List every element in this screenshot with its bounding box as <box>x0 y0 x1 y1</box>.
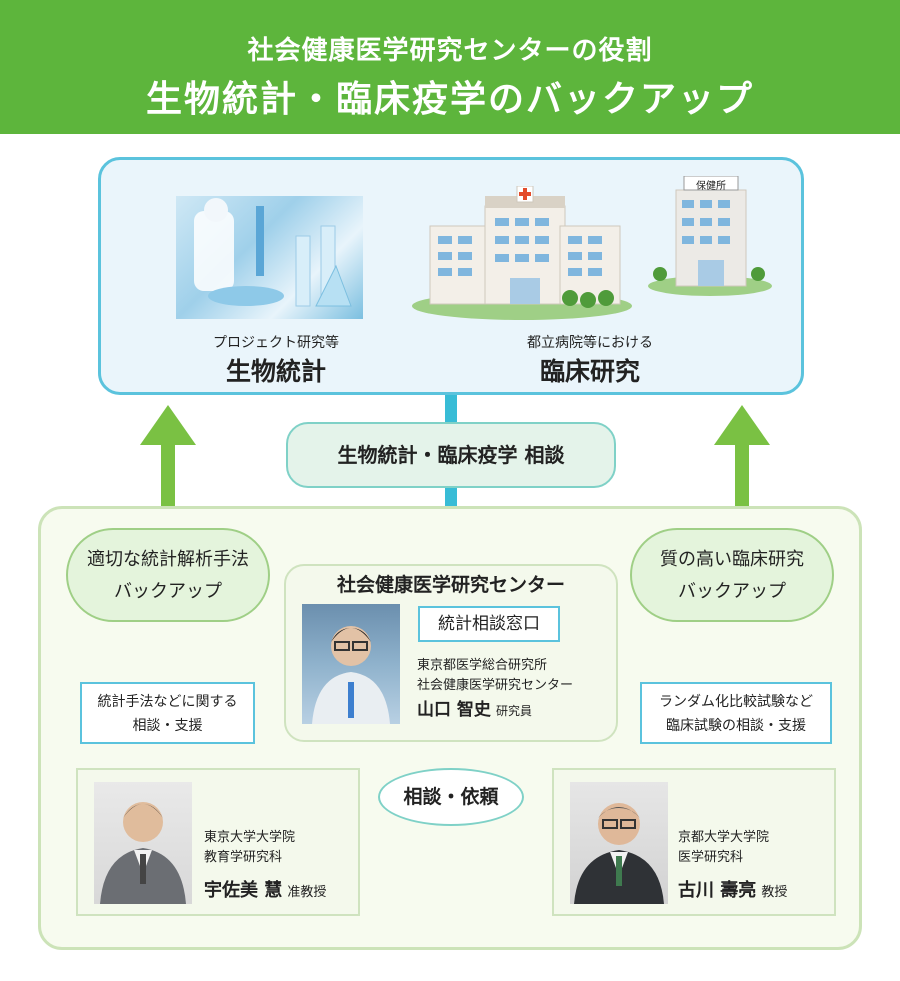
left-person-nameline: 宇佐美 慧 准教授 <box>204 876 326 902</box>
right-bubble: 質の高い臨床研究 バックアップ <box>630 528 834 622</box>
left-person-name: 宇佐美 慧 <box>204 880 283 901</box>
right-up-arrow-head <box>714 405 770 445</box>
right-caption-big: 臨床研究 <box>539 357 640 386</box>
right-support-line2: 臨床試験の相談・支援 <box>666 718 806 734</box>
usami-photo <box>94 782 192 904</box>
right-person-org1: 京都大学大学院 <box>678 830 770 845</box>
furukawa-photo <box>570 782 668 904</box>
yamaguchi-photo <box>302 604 400 724</box>
center-org1: 東京都医学総合研究所 <box>417 658 548 673</box>
right-caption-small: 都立病院等における <box>527 335 653 351</box>
banner-title: 生物統計・臨床疫学のバックアップ <box>145 79 754 120</box>
center-title: 社会健康医学研究センター <box>336 574 565 596</box>
left-person-org2: 教育学研究科 <box>204 850 283 865</box>
right-support-box: ランダム化比較試験など 臨床試験の相談・支援 <box>640 682 832 744</box>
right-support-line1: ランダム化比較試験など <box>659 694 813 710</box>
left-person-role: 准教授 <box>287 885 327 900</box>
right-bubble-line2: バックアップ <box>678 581 786 602</box>
left-up-arrow-head <box>140 405 196 445</box>
consult-pill: 生物統計・臨床疫学 相談 <box>286 422 616 488</box>
left-support-box: 統計手法などに関する 相談・支援 <box>80 682 255 744</box>
left-caption-small: プロジェクト研究等 <box>213 335 339 351</box>
left-caption-big: 生物統計 <box>225 357 326 386</box>
center-person-name: 山口 智史 <box>417 700 491 720</box>
left-person-org1: 東京大学大学院 <box>204 830 296 845</box>
hoken-sign: 保健所 <box>696 181 726 192</box>
center-person-role: 研究員 <box>496 704 533 718</box>
center-person: 山口 智史 研究員 <box>417 695 532 720</box>
right-person-nameline: 古川 壽亮 教授 <box>678 876 787 902</box>
left-support-line1: 統計手法などに関する <box>97 694 238 710</box>
hospital-illustration <box>412 186 632 320</box>
left-bubble-line2: バックアップ <box>114 581 222 602</box>
right-person-role: 教授 <box>761 885 788 900</box>
banner-subtitle: 社会健康医学研究センターの役割 <box>247 36 653 66</box>
right-person-org2: 医学研究科 <box>678 850 744 865</box>
consult-request-ellipse: 相談・依頼 <box>378 768 524 826</box>
left-bubble-line1: 適切な統計解析手法 <box>87 549 249 570</box>
left-bubble: 適切な統計解析手法 バックアップ <box>66 528 270 622</box>
right-bubble-line1: 質の高い臨床研究 <box>660 549 804 570</box>
lab-photo <box>176 196 363 319</box>
title-banner: 社会健康医学研究センターの役割 生物統計・臨床疫学のバックアップ <box>0 0 900 134</box>
center-org2: 社会健康医学研究センター <box>417 678 574 693</box>
left-support-line2: 相談・支援 <box>132 718 203 734</box>
consultation-window-label: 統計相談窓口 <box>418 606 560 642</box>
health-center-illustration <box>648 176 772 296</box>
cyan-connector-top <box>445 395 457 423</box>
right-person-name: 古川 壽亮 <box>678 880 757 901</box>
